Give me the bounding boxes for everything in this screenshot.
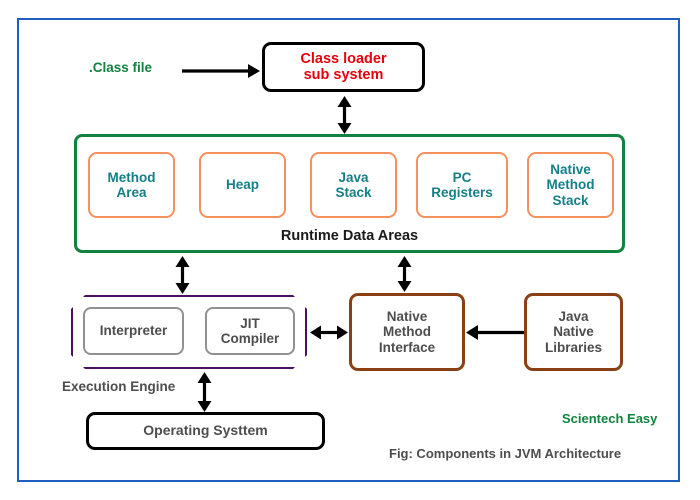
- native-method-interface-box: Native Method Interface: [349, 293, 465, 371]
- execution-engine-label: Execution Engine: [62, 379, 176, 394]
- java-native-libraries-line-1: Java: [558, 309, 589, 325]
- operating-system-box: Operating Systtem: [86, 412, 325, 450]
- brand-watermark: Scientech Easy: [562, 411, 658, 426]
- figure-caption: Fig: Components in JVM Architecture: [389, 446, 622, 461]
- classloader-to-runtime-arrow: [337, 96, 352, 134]
- class-loader-sub-system-box: Class loader sub system: [262, 42, 425, 92]
- jit-compiler-line-1: JIT: [240, 315, 260, 331]
- pc-registers-line-2: Registers: [431, 185, 493, 200]
- interpreter-box: Interpreter: [83, 307, 184, 355]
- runtime-data-areas-label: Runtime Data Areas: [280, 228, 419, 244]
- java-native-libraries-to-native-method-interface-arrow: [466, 325, 524, 340]
- method-area-line-2: Area: [116, 185, 147, 200]
- native-method-stack-line-3: Stack: [552, 192, 589, 208]
- method-area-box: Method Area: [88, 152, 175, 218]
- java-native-libraries-line-3: Libraries: [544, 339, 603, 355]
- operating-system-label: Operating Systtem: [143, 422, 268, 439]
- java-native-libraries-line-2: Native: [553, 324, 594, 340]
- heap-box: Heap: [199, 152, 286, 218]
- native-method-stack-box: Native Method Stack: [527, 152, 614, 218]
- method-area-line-1: Method: [107, 169, 156, 185]
- pc-registers-box: PC Registers: [416, 152, 508, 218]
- jit-compiler-line-2: Compiler: [220, 331, 280, 346]
- pc-registers-line-1: PC: [452, 169, 472, 185]
- native-method-interface-line-1: Native: [386, 309, 428, 325]
- diagram-outer-frame: [17, 18, 680, 482]
- classfile-to-classloader-arrow: [182, 64, 260, 78]
- execution-engine-to-native-method-interface-arrow: [310, 325, 348, 340]
- native-method-interface-line-3: Interface: [378, 339, 436, 355]
- java-stack-line-2: Stack: [335, 185, 372, 200]
- java-stack-line-1: Java: [338, 169, 369, 185]
- interpreter-line-1: Interpreter: [99, 323, 168, 339]
- class-loader-line-1: Class loader: [300, 50, 387, 67]
- jit-compiler-box: JIT Compiler: [205, 307, 295, 355]
- native-method-stack-line-2: Method: [546, 177, 595, 193]
- runtime-to-execution-engine-arrow: [175, 256, 190, 294]
- native-method-stack-line-1: Native: [550, 162, 591, 178]
- runtime-to-native-method-interface-arrow: [397, 256, 412, 292]
- native-method-interface-line-2: Method: [383, 324, 431, 340]
- class-file-label: .Class file: [89, 60, 153, 75]
- java-stack-box: Java Stack: [310, 152, 397, 218]
- execution-engine-to-operating-system-arrow: [197, 372, 212, 412]
- java-native-libraries-box: Java Native Libraries: [524, 293, 623, 371]
- class-loader-line-2: sub system: [303, 67, 384, 83]
- heap-line-1: Heap: [225, 177, 259, 193]
